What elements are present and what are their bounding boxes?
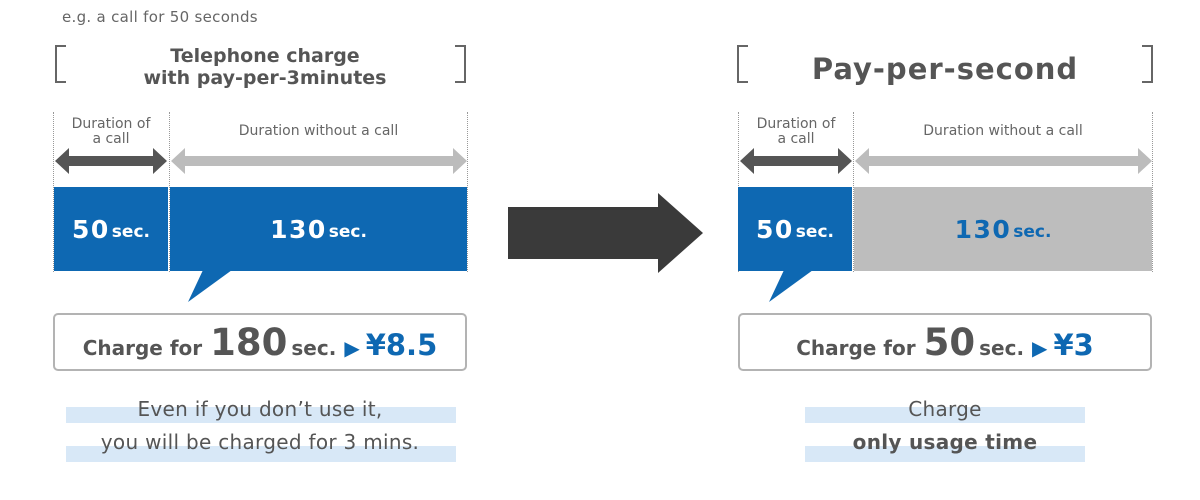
right-bracket-open: [737, 45, 748, 83]
right-duration-nocall-label: Duration without a call: [923, 123, 1083, 139]
right-charge-unit: sec.: [979, 336, 1025, 360]
big-right-arrow-icon: [508, 193, 703, 273]
right-charge-box: Charge for 50 sec. ▶ ¥3: [738, 313, 1152, 371]
right-nocall-double-arrow-icon: [855, 148, 1152, 174]
right-charge-value: 50: [923, 321, 976, 364]
left-guide-start: [53, 112, 54, 272]
left-nocall-unit: sec.: [328, 221, 367, 242]
right-duration-call-line1: Duration of: [756, 116, 836, 132]
left-nocall-value: 130: [270, 214, 327, 244]
right-title: Pay-per-second: [811, 52, 1079, 86]
left-bracket-close: [455, 45, 466, 83]
right-charge-price: ¥3: [1053, 328, 1094, 362]
left-guide-mid: [169, 112, 170, 272]
play-triangle-icon: ▶: [1032, 336, 1048, 360]
left-note-highlight-2: [66, 446, 456, 462]
left-duration-call-label: Duration of a call: [55, 117, 167, 147]
right-duration-arrows: [740, 148, 1152, 174]
example-caption: e.g. a call for 50 seconds: [62, 8, 258, 26]
left-title: Telephone charge with pay-per-3minutes: [80, 45, 450, 89]
left-nocall-double-arrow-icon: [171, 148, 467, 174]
right-note-line1: Charge: [908, 397, 982, 421]
right-duration-call-line2: a call: [777, 131, 815, 147]
right-duration-call-label: Duration of a call: [740, 117, 852, 147]
left-duration-call-line2: a call: [92, 131, 130, 147]
left-charge-price: ¥8.5: [365, 328, 438, 362]
left-call-unit: sec.: [111, 221, 150, 242]
right-callout-pointer: [769, 270, 813, 302]
left-charge-label: Charge for: [82, 336, 203, 360]
right-call-unit: sec.: [795, 221, 834, 242]
right-nocall-value: 130: [954, 214, 1012, 244]
left-note-highlight-1: [66, 407, 456, 423]
right-guide-mid: [853, 112, 854, 272]
left-title-line1: Telephone charge: [170, 45, 360, 67]
left-title-line2: with pay-per-3minutes: [143, 67, 387, 89]
right-bracket-close: [1142, 45, 1153, 83]
left-duration-call-line1: Duration of: [71, 116, 151, 132]
left-note-line2: you will be charged for 3 mins.: [100, 430, 420, 454]
left-bracket-open: [55, 45, 66, 83]
left-duration-arrows: [55, 148, 467, 174]
right-nocall-unit: sec.: [1013, 221, 1052, 242]
right-note-line2: only usage time: [852, 430, 1038, 454]
left-guide-end: [467, 112, 468, 272]
left-charge-value: 180: [210, 321, 288, 364]
right-note-highlight-1: [805, 407, 1085, 423]
play-triangle-icon: ▶: [344, 336, 360, 360]
left-charge-box: Charge for 180 sec. ▶ ¥8.5: [53, 313, 467, 371]
left-call-double-arrow-icon: [55, 148, 167, 174]
left-note-line1: Even if you don’t use it,: [137, 397, 383, 421]
right-guide-end: [1152, 112, 1153, 272]
left-duration-nocall-label: Duration without a call: [238, 123, 399, 139]
right-call-double-arrow-icon: [740, 148, 852, 174]
left-charge-unit: sec.: [291, 336, 337, 360]
left-callout-pointer: [188, 270, 232, 302]
right-charge-label: Charge for: [796, 336, 916, 360]
right-note-highlight-2: [805, 446, 1085, 462]
right-call-value: 50: [756, 214, 794, 244]
left-call-value: 50: [72, 214, 110, 244]
